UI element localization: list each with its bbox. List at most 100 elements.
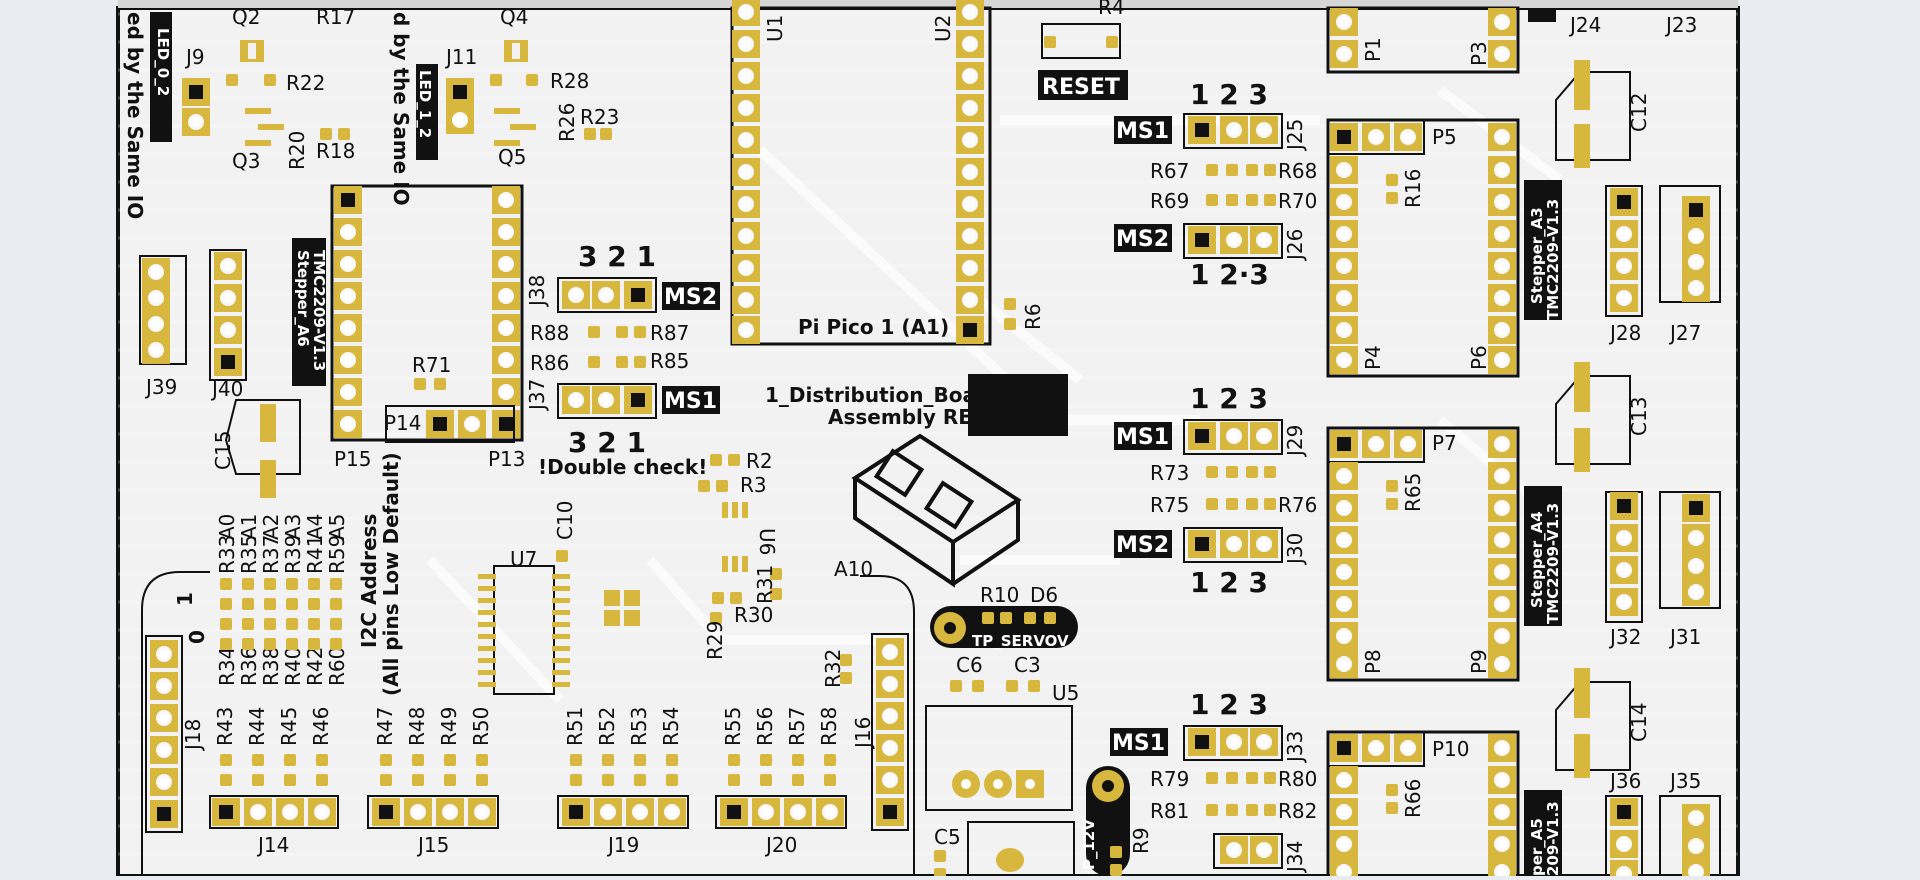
same-io-left: ed by the Same IO [123,12,147,219]
ref-p5: P5 [1432,125,1457,149]
j37-numbers: 3 2 1 [568,426,646,459]
j38-ms2: MS2 [664,285,717,310]
bottom-resistors-b: R51 R52 R53 R54 J19 R55 R56 R57 R58 J20 [557,707,847,857]
ref-r46: R46 [309,707,333,746]
ref-r67: R67 [1150,159,1189,183]
ref-j33: J33 [1283,731,1307,764]
j29-ms1: MS1 [1116,425,1169,450]
ref-c3: C3 [1014,653,1041,677]
ref-p14: P14 [384,411,422,435]
ref-j26: J26 [1283,229,1307,262]
stepper-a4-title: Stepper_A4 [1528,511,1546,608]
ref-j28: J28 [1608,321,1641,345]
ref-r70: R70 [1278,189,1317,213]
j37-ms1: MS1 [664,389,717,414]
i2c-address-label-5: A5 [325,514,349,540]
i2c-low-label-5: R60 [325,647,349,686]
ref-r86: R86 [530,351,569,375]
ref-u2: U2 [931,15,955,42]
ref-r88: R88 [530,321,569,345]
board-subtitle: Assembly REV [828,405,988,429]
stepper-a5-tmc: 209-V1.3 [1544,801,1562,876]
ref-r2: R2 [746,449,773,473]
ref-j19: J19 [606,833,639,857]
i2c-low-label-0: R34 [215,647,239,686]
i2c-subtitle: (All pins Low Default) [379,452,403,696]
j38-numbers: 3 2 1 [578,240,656,273]
ref-c6: C6 [956,653,983,677]
ref-c10: C10 [553,501,577,540]
ref-j34: J34 [1283,841,1307,874]
ref-j9: J9 [184,45,205,69]
ref-p9: P9 [1467,649,1491,674]
ref-q3: Q3 [232,149,260,173]
ref-j23: J23 [1664,13,1697,37]
ref-c12: C12 [1627,93,1651,132]
j33-ms1: MS1 [1112,731,1165,756]
i2c-high-label-0: R33 [215,535,239,574]
i2c-low-label-4: R42 [303,647,327,686]
ref-j29: J29 [1283,425,1307,458]
ref-c14: C14 [1627,703,1651,742]
ref-j38: J38 [525,275,549,308]
cap-c13: C13 [1555,362,1651,472]
i2c-low-label-3: R40 [281,647,305,686]
ref-r87: R87 [650,321,689,345]
ref-p15: P15 [334,447,372,471]
ref-r43: R43 [213,707,237,746]
bottom-resistors-a: R43 R44 R45 R46 J14 R47 R48 R49 R50 J15 [209,707,499,857]
i2c-address-label-2: A2 [259,514,283,540]
i2c-address-label-3: A3 [281,514,305,540]
ref-r52: R52 [595,707,619,746]
ref-j15: J15 [416,833,449,857]
j30-numbers: 1 2 3 [1190,566,1268,599]
ref-r23: R23 [580,105,619,129]
ref-r20: R20 [285,131,309,170]
ref-r65: R65 [1401,473,1425,512]
u7-pads [478,574,570,687]
ref-j31: J31 [1668,625,1701,649]
ref-p13: P13 [488,447,526,471]
ref-r51: R51 [563,707,587,746]
i2c-high-label-2: R37 [259,535,283,574]
ref-r3: R3 [740,473,767,497]
j25-ms1: MS1 [1116,119,1169,144]
ref-p1: P1 [1361,37,1385,62]
ref-u5: U5 [1052,681,1079,705]
ref-j11: J11 [444,45,477,69]
i2c-high-label-3: R39 [281,535,305,574]
connector-j28: J28 [1605,185,1643,345]
ref-j32: J32 [1608,625,1641,649]
ref-r80: R80 [1278,767,1317,791]
ref-c15: C15 [211,431,235,470]
ref-c5: C5 [934,825,961,849]
ref-u7: U7 [510,547,537,571]
ref-p6: P6 [1467,345,1491,370]
reset-label: RESET [1042,75,1120,100]
ref-r56: R56 [753,707,777,746]
i2c-address-label-1: A1 [237,514,261,540]
ref-p10: P10 [1432,737,1470,761]
led-1-2-label: LED_1_2 [416,70,434,138]
j25-numbers: 1 2 3 [1190,78,1268,111]
ref-r48: R48 [405,707,429,746]
ref-r58: R58 [817,707,841,746]
cap-c14: C14 [1555,668,1651,778]
j30-ms2: MS2 [1116,533,1169,558]
jumper-group-j33-j34: 1 2 3 MS1 J33 R79 R80 R81 R82 J34 [1110,688,1317,874]
ref-p7: P7 [1432,431,1457,455]
ref-u6: U6 [755,528,779,555]
stepper-a6-tmc: TMC2209-V1.3 [310,250,328,371]
ref-r18: R18 [316,139,355,163]
ref-r79: R79 [1150,767,1189,791]
tp-12v: P_12V [1080,819,1098,870]
ref-r47: R47 [373,707,397,746]
connector-j35: J35 [1659,769,1721,880]
tp-servov: TP_SERVOV [972,632,1069,650]
ref-r17: R17 [316,5,355,29]
i2c-side-one: 1 [173,592,197,606]
double-check: !Double check! [538,455,707,479]
